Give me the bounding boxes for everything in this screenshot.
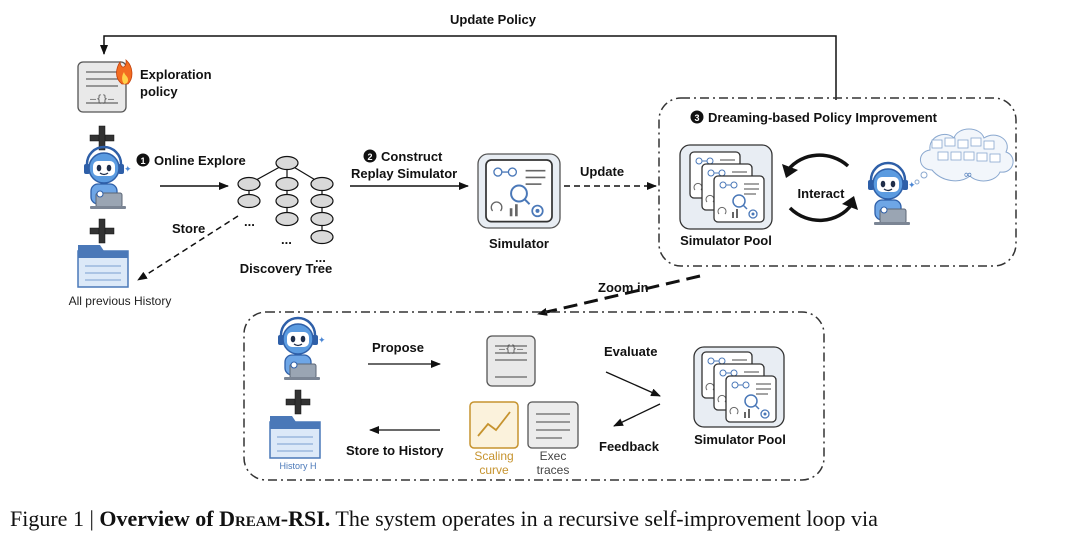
step-1-label: Online Explore: [154, 153, 246, 168]
zoom-in-arrow: [537, 274, 701, 316]
zoom-in-label: Zoom in: [598, 280, 649, 295]
caption-rest: The system operates in a recursive self-…: [330, 506, 878, 531]
tree-ellipsis: ...: [315, 250, 326, 265]
robot-agent-icon: [276, 316, 328, 382]
diagram-canvas: ✦: [69, 12, 1017, 481]
update-policy-arrow: [100, 35, 837, 100]
update-label: Update: [580, 164, 624, 179]
step-2-label-2: Replay Simulator: [351, 166, 457, 181]
step-3-label: Dreaming-based Policy Improvement: [708, 110, 938, 125]
propose-label: Propose: [372, 340, 424, 355]
history-h-icon: [269, 415, 321, 459]
scaling-label-1: Scaling: [474, 449, 513, 463]
feedback-label: Feedback: [599, 439, 660, 454]
step-2-label-1: Construct: [381, 149, 443, 164]
svg-text:2: 2: [367, 152, 372, 162]
history-h-label: History H: [279, 461, 316, 471]
robot-dreaming-icon: [866, 161, 918, 227]
tree-ellipsis: ...: [281, 232, 292, 247]
store-to-history-label: Store to History: [346, 443, 444, 458]
caption-prefix: Figure 1 |: [10, 506, 100, 531]
svg-text:3: 3: [694, 113, 699, 123]
exec-traces-icon: [527, 401, 579, 449]
update-policy-label: Update Policy: [450, 12, 537, 27]
exec-label-2: traces: [537, 463, 570, 477]
simulator-pool-icon: [693, 346, 785, 428]
store-label: Store: [172, 221, 205, 236]
exploration-policy-label-1: Exploration: [140, 67, 212, 82]
simulator-pool-icon: [679, 144, 773, 230]
simulator-pool-label-2: Simulator Pool: [694, 432, 786, 447]
simulator-pool-label: Simulator Pool: [680, 233, 772, 248]
scaling-label-2: curve: [479, 463, 509, 477]
exec-label-1: Exec: [540, 449, 567, 463]
interact-cycle-icon: [782, 153, 858, 223]
code-glyph: –{}–: [499, 344, 524, 355]
caption-name: Dream-RSI.: [219, 506, 331, 531]
evaluate-arrow: [605, 371, 661, 397]
code-glyph: –{}–: [90, 94, 115, 105]
exploration-policy-icon: –{}–: [77, 59, 133, 113]
scaling-curve-icon: [469, 401, 519, 449]
interact-label: Interact: [798, 186, 846, 201]
discovery-tree-label: Discovery Tree: [240, 261, 333, 276]
caption-bold: Overview of: [99, 506, 220, 531]
svg-text:1: 1: [140, 156, 145, 166]
svg-text:∞: ∞: [963, 168, 972, 181]
exploration-policy-label-2: policy: [140, 84, 178, 99]
feedback-arrow: [613, 403, 661, 427]
zoom-box: [243, 311, 825, 481]
flame-core-icon: [122, 72, 128, 84]
policy-code-icon: –{}–: [486, 335, 536, 387]
all-history-label: All previous History: [69, 294, 172, 308]
step-3-badge: [690, 110, 704, 124]
history-folder-icon: [77, 244, 129, 288]
tree-ellipsis: ...: [244, 214, 255, 229]
simulator-icon: [477, 153, 561, 229]
flame-icon: [116, 59, 133, 85]
robot-agent-icon: [82, 145, 134, 211]
thought-cloud-icon: ∞: [914, 128, 1014, 185]
step-1-badge: [136, 153, 150, 167]
plus-icon: [285, 389, 311, 415]
figure-caption: Figure 1 | Overview of Dream-RSI. The sy…: [10, 506, 1075, 532]
discovery-tree: [237, 155, 334, 245]
plus-icon: [89, 218, 115, 244]
dreaming-box: [658, 97, 1017, 267]
step-2-badge: [363, 149, 377, 163]
evaluate-label: Evaluate: [604, 344, 657, 359]
simulator-label: Simulator: [489, 236, 549, 251]
